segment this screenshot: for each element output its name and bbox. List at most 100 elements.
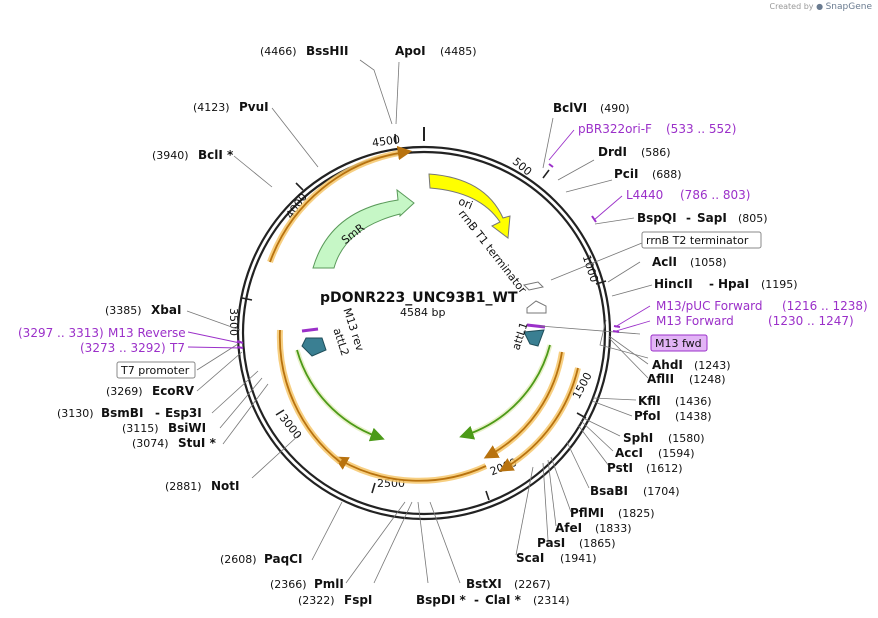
site-name-bstxi[interactable]: BstXI (466, 577, 502, 591)
site-name-pmli[interactable]: PmlI (314, 577, 344, 591)
site-pos-aflii: (1248) (689, 373, 726, 386)
primer-name-m13-forward[interactable]: M13 Forward (656, 314, 734, 328)
site-name-acci[interactable]: AccI (615, 446, 643, 460)
site-pos-kfli: (1436) (675, 395, 712, 408)
ori-label: ori (456, 195, 474, 212)
site-name-psti[interactable]: PstI (607, 461, 633, 475)
site-name-drdi[interactable]: DrdI (598, 145, 627, 159)
orf-arcs (267, 145, 581, 484)
primer-name-pbr322ori-f[interactable]: pBR322ori-F (578, 122, 652, 136)
site-name-afei[interactable]: AfeI (555, 521, 582, 535)
site-pos-acci: (1594) (658, 447, 695, 460)
site-pos-bsabi: (1704) (643, 485, 680, 498)
site-name-clai[interactable]: ClaI * (485, 593, 522, 607)
site-pos-pfoi: (1438) (675, 410, 712, 423)
m13-fwd-feature-box[interactable] (650, 334, 708, 352)
primer-range-m13-puc-forward: (1216 .. 1238) (782, 299, 868, 313)
primer-range-pbr322ori-f: (533 .. 552) (666, 122, 736, 136)
site-name-bsmbi[interactable]: BsmBI (101, 406, 143, 420)
primer-range-m13-reverse: (3297 .. 3313) (18, 326, 104, 340)
primer-name-m13-reverse[interactable]: M13 Reverse (108, 326, 186, 340)
site-name-aflii[interactable]: AflII (647, 372, 674, 386)
site-name-hpai[interactable]: HpaI (718, 277, 749, 291)
tick-label-4500: 4500 (371, 133, 401, 150)
site-name-pcii[interactable]: PciI (614, 167, 639, 181)
site-name-scai[interactable]: ScaI (516, 551, 544, 565)
snapgene-logo-icon: ● (816, 2, 824, 11)
site-name-bcli[interactable]: BclI * (198, 148, 234, 162)
site-pos-bsshii: (4466) (260, 45, 297, 58)
backbone-inner-ring (241, 150, 607, 516)
site-pos-pcii: (688) (652, 168, 682, 181)
site-sep-hincii: - (709, 277, 714, 291)
site-name-bspqi[interactable]: BspQI (637, 211, 677, 225)
site-name-pflmi[interactable]: PflMI (570, 506, 604, 520)
site-pos-acli: (1058) (690, 256, 727, 269)
site-name-sapi[interactable]: SapI (697, 211, 727, 225)
site-name-bsshii[interactable]: BssHII (306, 44, 348, 58)
site-name-bclvi[interactable]: BclVI (553, 101, 587, 115)
credit-prefix: Created by (769, 2, 814, 11)
site-pos-scai: (1941) (560, 552, 597, 565)
site-pos-psti: (1612) (646, 462, 683, 475)
site-name-ahdi[interactable]: AhdI (652, 358, 683, 372)
site-sep-bspdi: - (474, 593, 479, 607)
site-name-paqci[interactable]: PaqCI (264, 552, 302, 566)
ori-feature-arrow[interactable] (428, 173, 511, 239)
primer-name-t7[interactable]: T7 (169, 341, 185, 355)
site-name-noti[interactable]: NotI (211, 479, 240, 493)
m13-fwd-primer-bar (526, 323, 546, 329)
snapgene-credit: Created by ● SnapGene (770, 2, 873, 12)
site-pos-pvui: (4123) (193, 101, 230, 114)
site-name-ecorv[interactable]: EcoRV (152, 384, 195, 398)
site-name-bsabi[interactable]: BsaBI (590, 484, 628, 498)
primer-range-l4440: (786 .. 803) (680, 188, 750, 202)
site-name-acli[interactable]: AclI (652, 255, 677, 269)
primer-leader-lines (187, 129, 651, 349)
site-pos-paqci: (2608) (220, 553, 257, 566)
attl2-feature-arrow[interactable] (301, 337, 327, 357)
site-pos-ahdi: (1243) (694, 359, 731, 372)
primer-name-l4440[interactable]: L4440 (626, 188, 663, 202)
site-pos-fspi: (2322) (298, 594, 335, 607)
site-pos-drdi: (586) (641, 146, 671, 159)
site-pos-bspqi: (805) (738, 212, 768, 225)
site-leader-lines (186, 59, 653, 584)
site-pos-bspdi: (2314) (533, 594, 570, 607)
site-name-pfoi[interactable]: PfoI (634, 409, 661, 423)
site-name-esp3i[interactable]: Esp3I (165, 406, 202, 420)
primer-ticks (236, 163, 621, 349)
site-name-bspdi[interactable]: BspDI * (416, 593, 466, 607)
rrnb-t2-terminator-label: rrnB T2 terminator (646, 234, 749, 247)
attl1-feature-arrow[interactable] (523, 329, 545, 347)
plasmid-length: 4584 bp (400, 306, 445, 319)
site-name-sphi[interactable]: SphI (623, 431, 653, 445)
site-pos-afei: (1833) (595, 522, 632, 535)
t7-promoter-box[interactable] (116, 361, 196, 379)
rrnb-t2-terminator-box[interactable] (641, 231, 762, 249)
site-name-pvui[interactable]: PvuI (239, 100, 269, 114)
site-name-fspi[interactable]: FspI (344, 593, 372, 607)
backbone-outer-ring (236, 145, 612, 521)
site-sep-bsmbi: - (155, 406, 160, 420)
site-pos-bstxi: (2267) (514, 578, 551, 591)
site-name-xbai[interactable]: XbaI (151, 303, 181, 317)
site-pos-ecorv: (3269) (106, 385, 143, 398)
site-name-stui[interactable]: StuI * (178, 436, 217, 450)
site-pos-pmli: (2366) (270, 578, 307, 591)
site-name-pasi[interactable]: PasI (537, 536, 565, 550)
site-pos-bsmbi: (3130) (57, 407, 94, 420)
site-name-apoi[interactable]: ApoI (395, 44, 426, 58)
primer-name-m13-puc-forward[interactable]: M13/pUC Forward (656, 299, 763, 313)
site-pos-bsiwi: (3115) (122, 422, 159, 435)
smr-feature-arrow[interactable] (312, 188, 415, 269)
rrnb-t1-terminator-shape[interactable] (522, 281, 545, 291)
site-name-kfli[interactable]: KflI (638, 394, 661, 408)
site-pos-pasi: (1865) (579, 537, 616, 550)
site-name-bsiwi[interactable]: BsiWI (168, 421, 206, 435)
plasmid-name: pDONR223_UNC93B1_WT (320, 290, 518, 306)
rrnb-t2-terminator-shape[interactable] (526, 300, 547, 314)
m13-rev-primer-bar (301, 327, 319, 333)
site-name-hincii[interactable]: HincII (654, 277, 693, 291)
